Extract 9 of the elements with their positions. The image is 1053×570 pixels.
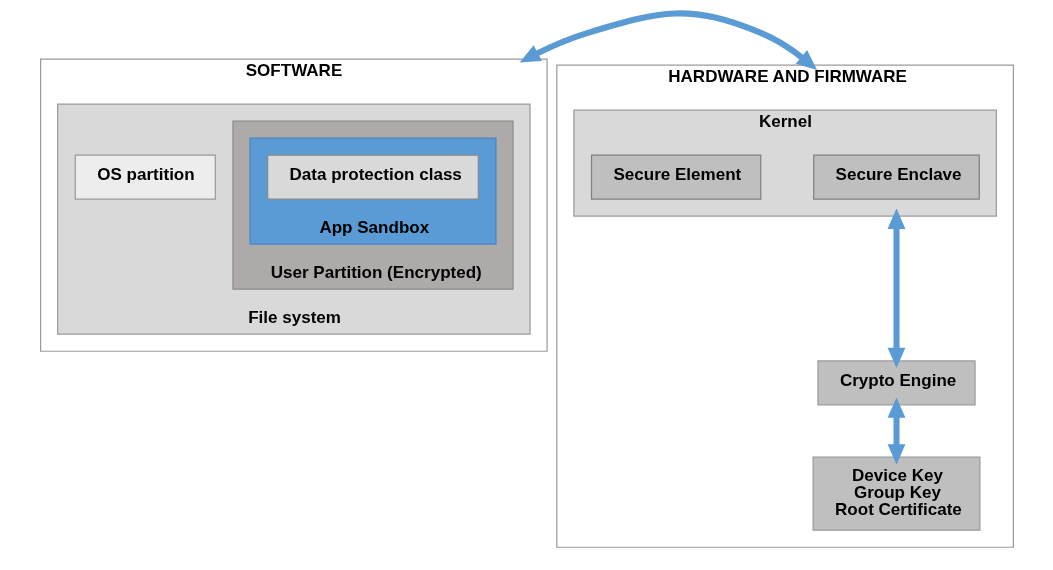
node-box: OS partition <box>74 154 216 200</box>
node-box: Device Key Group Key Root Certificate <box>812 456 980 531</box>
arrow <box>887 397 905 465</box>
node-box: Secure Element <box>590 154 761 200</box>
arrow <box>887 208 905 369</box>
arrow <box>519 10 817 70</box>
node-box: Data protection class <box>266 154 479 200</box>
node-box: Crypto Engine <box>816 360 976 406</box>
node-box: Secure Enclave <box>812 154 980 200</box>
